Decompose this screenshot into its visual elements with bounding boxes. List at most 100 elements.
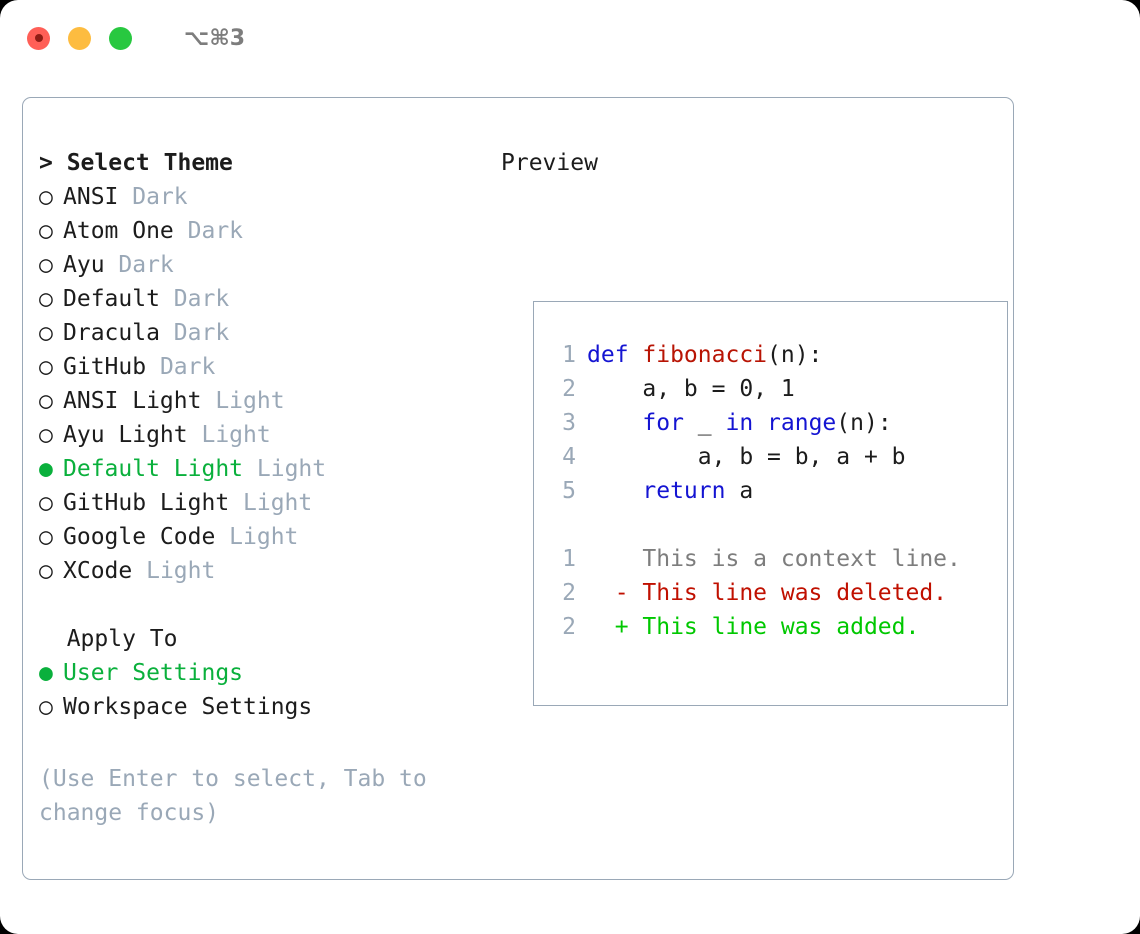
apply-to-option-label: User Settings (63, 660, 244, 686)
code-token: _ (697, 410, 726, 436)
code-diff-separator (546, 508, 961, 542)
theme-option-label: GitHub Light (63, 490, 244, 516)
theme-option-xcode[interactable]: ○ XCode Light (39, 554, 499, 588)
diff-line-text: + This line was added. (587, 614, 920, 640)
preview-box: 1 def fibonacci (n): 2 a, b = 0, 1 3 for _ i… (533, 301, 1008, 706)
theme-option-label: Atom One (63, 218, 188, 244)
radio-unselected-icon: ○ (39, 524, 53, 550)
maximize-button[interactable] (109, 26, 132, 50)
theme-option-label: GitHub (63, 354, 160, 380)
theme-option-label: XCode (63, 558, 147, 584)
theme-option-github[interactable]: ○ GitHub Dark (39, 350, 499, 384)
theme-option-ayu[interactable]: ○ Ayu Dark (39, 248, 499, 282)
code-token: return (642, 478, 740, 504)
code-line-text: a, b = b, a + b (576, 440, 906, 474)
theme-selector-panel: > Select Theme ○ANSI Dark○Atom One Dark○… (22, 97, 1014, 880)
code-line: 5 return a (546, 474, 961, 508)
line-number: 2 (562, 580, 576, 606)
theme-option-atom-one[interactable]: ○Atom One Dark (39, 214, 499, 248)
apply-to-option-workspace-settings[interactable]: ○ Workspace Settings (39, 690, 499, 724)
theme-option-ayu-light[interactable]: ○ Ayu Light Light (39, 418, 499, 452)
code-line: 4 a, b = b, a + b (546, 440, 961, 474)
theme-variant-badge: Light (201, 422, 271, 448)
theme-option-label: Default (63, 286, 174, 312)
theme-option-default-light[interactable]: ●Default Light Light (39, 452, 499, 486)
theme-variant-badge: Dark (187, 218, 244, 244)
code-token: a, b = b, a + b (697, 444, 906, 470)
theme-options-list[interactable]: ○ANSI Dark○Atom One Dark○Ayu Dark○Defaul… (39, 180, 499, 588)
theme-variant-badge: Dark (173, 286, 230, 312)
select-theme-header: > Select Theme (39, 150, 233, 176)
code-token: def (587, 342, 643, 368)
code-token: fibonacci (642, 342, 768, 368)
theme-option-label: Ayu Light (63, 422, 202, 448)
radio-selected-icon: ● (39, 660, 53, 686)
traffic-lights (27, 26, 132, 50)
code-line-text: for _ in range(n): (576, 406, 892, 440)
theme-option-label: Google Code (63, 524, 230, 550)
radio-unselected-icon: ○ (39, 694, 53, 720)
radio-unselected-icon: ○ (39, 286, 53, 312)
theme-variant-badge: Light (146, 558, 216, 584)
theme-option-label: ANSI Light (63, 388, 216, 414)
code-token: in (725, 410, 768, 436)
theme-variant-badge: Light (215, 388, 285, 414)
theme-option-ansi[interactable]: ○ANSI Dark (39, 180, 499, 214)
code-token: (n): (836, 410, 892, 436)
line-number: 5 (562, 478, 576, 504)
theme-variant-badge: Light (256, 456, 327, 482)
line-number: 2 (562, 614, 576, 640)
preview-column: Preview (501, 146, 1001, 180)
code-token: a (739, 478, 754, 504)
radio-unselected-icon: ○ (39, 422, 53, 448)
theme-variant-badge: Dark (173, 320, 230, 346)
line-number: 3 (562, 410, 576, 436)
radio-selected-icon: ● (39, 456, 53, 482)
theme-option-ansi-light[interactable]: ○ ANSI Light Light (39, 384, 499, 418)
theme-list-column: > Select Theme ○ANSI Dark○Atom One Dark○… (39, 146, 499, 724)
theme-variant-badge: Dark (118, 252, 174, 278)
radio-unselected-icon: ○ (39, 320, 53, 346)
line-number: 1 (562, 342, 576, 368)
apply-to-options-list[interactable]: ● User Settings ○ Workspace Settings (39, 656, 499, 724)
code-token: a, b = 0, 1 (642, 376, 795, 402)
theme-option-dracula[interactable]: ○ Dracula Dark (39, 316, 499, 350)
radio-unselected-icon: ○ (39, 490, 53, 516)
close-button[interactable] (27, 26, 50, 50)
radio-unselected-icon: ○ (39, 184, 53, 210)
apply-to-option-user-settings[interactable]: ● User Settings (39, 656, 499, 690)
theme-option-label: Dracula (63, 320, 174, 346)
diff-line-add: 2 + This line was added. (546, 610, 961, 644)
apply-to-option-label: Workspace Settings (63, 694, 313, 720)
theme-option-label: ANSI (63, 184, 133, 210)
diff-line-ctx: 1 This is a context line. (546, 542, 961, 576)
title-bar: ⌥⌘3 (0, 0, 1140, 76)
line-number: 2 (562, 376, 576, 402)
keyboard-hint-text: (Use Enter to select, Tab to change focu… (39, 766, 427, 826)
preview-title: Preview (501, 150, 598, 176)
theme-variant-badge: Light (229, 524, 299, 550)
line-number: 4 (562, 444, 576, 470)
code-line: 2 a, b = 0, 1 (546, 372, 961, 406)
apply-to-header: Apply To (39, 626, 178, 652)
code-line-text: a, b = 0, 1 (576, 372, 795, 406)
radio-unselected-icon: ○ (39, 388, 53, 414)
theme-option-label: Ayu (63, 252, 119, 278)
code-token: for (642, 410, 698, 436)
code-line-text: return a (576, 474, 753, 508)
theme-variant-badge: Dark (159, 354, 216, 380)
theme-option-google-code[interactable]: ○ Google Code Light (39, 520, 499, 554)
line-number: 1 (562, 546, 576, 572)
keyboard-shortcut-label: ⌥⌘3 (184, 25, 246, 51)
theme-option-github-light[interactable]: ○GitHub Light Light (39, 486, 499, 520)
minimize-button[interactable] (68, 26, 91, 50)
diff-line-del: 2 - This line was deleted. (546, 576, 961, 610)
diff-line-text: This is a context line. (587, 546, 961, 572)
theme-option-default[interactable]: ○ Default Dark (39, 282, 499, 316)
radio-unselected-icon: ○ (39, 558, 53, 584)
radio-unselected-icon: ○ (39, 354, 53, 380)
list-spacer (39, 588, 499, 622)
radio-unselected-icon: ○ (39, 252, 53, 278)
code-token: range (767, 410, 837, 436)
